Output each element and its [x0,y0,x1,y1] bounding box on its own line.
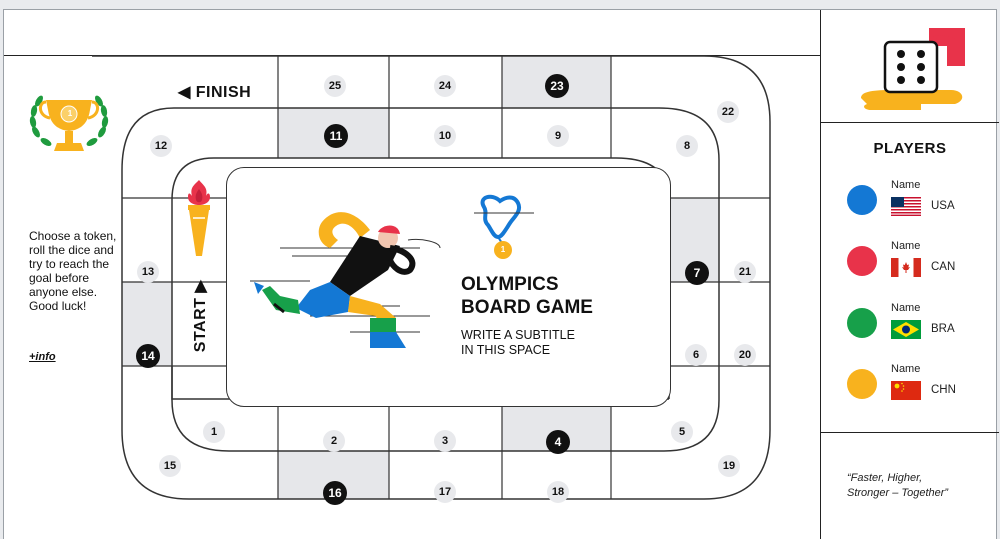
game-subtitle: WRITE A SUBTITLE IN THIS SPACE [461,328,575,357]
player-country: BRA [931,323,955,335]
canada-flag-icon [891,258,921,277]
player-country: USA [931,200,955,212]
square-24: 24 [434,75,456,97]
square-25: 25 [324,75,346,97]
player-token[interactable] [847,369,877,399]
right-panel: PLAYERS Name USA Name CAN Name [820,10,999,539]
square-13: 13 [137,261,159,283]
player-name: Name [891,240,921,252]
square-15: 15 [159,455,181,477]
outer-track [92,55,771,500]
brazil-flag-icon [891,320,921,339]
square-16: 16 [323,481,347,505]
square-18: 18 [547,481,569,503]
game-board-frame: 25 24 23 22 12 11 10 9 8 13 7 21 14 6 20… [3,9,999,539]
player-country: CHN [931,384,956,396]
player-token[interactable] [847,308,877,338]
square-14: 14 [136,344,160,368]
trophy-number: 1 [67,109,73,118]
divider [821,432,999,433]
board-area: 25 24 23 22 12 11 10 9 8 13 7 21 14 6 20… [4,10,820,539]
finish-label: ◀ FINISH [178,84,252,101]
player-name: Name [891,179,921,191]
square-21: 21 [734,261,756,283]
player-token[interactable] [847,246,877,276]
square-12: 12 [150,135,172,157]
usa-flag-icon [891,197,921,216]
player-can[interactable]: Name CAN [847,240,997,280]
torch-icon [188,180,210,256]
square-10: 10 [434,125,456,147]
player-country: CAN [931,261,956,273]
center-panel [226,167,671,407]
square-4: 4 [546,430,570,454]
medal-number: 1 [500,245,506,254]
medal-icon [474,194,534,259]
square-6: 6 [685,344,707,366]
olympic-motto-quote: “Faster, Higher, Stronger – Together” [847,472,949,499]
square-1: 1 [203,421,225,443]
dice-icon[interactable] [851,18,971,118]
square-9: 9 [547,125,569,147]
players-title: PLAYERS [873,140,947,157]
info-link[interactable]: +info [29,351,56,363]
square-3: 3 [434,430,456,452]
player-token[interactable] [847,185,877,215]
square-23: 23 [545,74,569,98]
square-17: 17 [434,481,456,503]
square-22: 22 [717,101,739,123]
player-chn[interactable]: Name CHN [847,363,997,403]
square-11: 11 [324,124,348,148]
start-label: START ▶ [192,279,209,353]
square-19: 19 [718,455,740,477]
player-name: Name [891,302,921,314]
square-7: 7 [685,261,709,285]
square-5: 5 [671,421,693,443]
divider [821,122,999,123]
instructions-text: Choose a token, roll the dice and try to… [29,229,117,313]
player-name: Name [891,363,921,375]
player-bra[interactable]: Name BRA [847,302,997,342]
runner-illustration [250,212,441,348]
game-title: OLYMPICS BOARD GAME [461,274,593,318]
trophy-icon [29,95,109,151]
middle-track [171,107,720,452]
square-8: 8 [676,135,698,157]
start-label-box: START ▶ [182,280,222,364]
square-20: 20 [734,344,756,366]
square-2: 2 [323,430,345,452]
window-top-strip [0,0,1000,9]
player-usa[interactable]: Name USA [847,179,997,219]
china-flag-icon [891,381,921,400]
